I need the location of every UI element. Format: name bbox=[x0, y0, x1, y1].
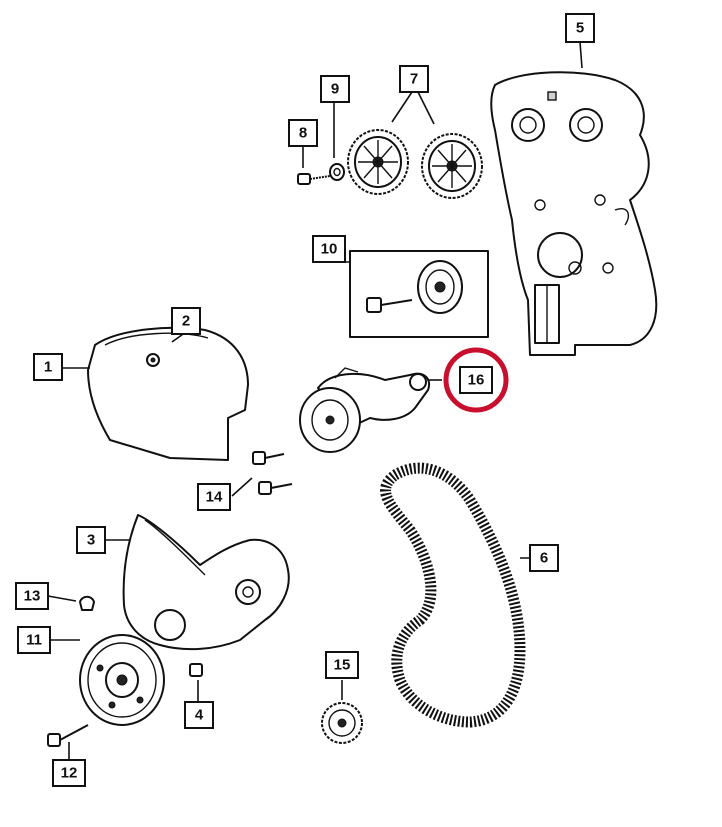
callout-16: 16 bbox=[443, 347, 509, 413]
callout-13: 13 bbox=[15, 582, 49, 610]
belt-tensioner-assembly bbox=[299, 367, 430, 453]
rear-timing-cover bbox=[490, 71, 658, 356]
svg-text:8: 8 bbox=[299, 125, 307, 142]
camshaft-sprocket-left bbox=[347, 129, 409, 195]
callout-3: 3 bbox=[76, 526, 106, 554]
svg-text:3: 3 bbox=[87, 532, 95, 549]
svg-text:13: 13 bbox=[24, 588, 41, 605]
svg-text:10: 10 bbox=[321, 241, 338, 258]
callout-6: 6 bbox=[529, 544, 559, 572]
svg-text:5: 5 bbox=[576, 20, 584, 37]
callout-9: 9 bbox=[320, 75, 350, 103]
svg-text:12: 12 bbox=[61, 765, 78, 782]
camshaft-sprocket-right bbox=[421, 133, 483, 199]
callout-15: 15 bbox=[325, 651, 359, 679]
crankshaft-damper bbox=[79, 634, 165, 726]
idler-pulley-kit bbox=[349, 250, 489, 338]
callout-5: 5 bbox=[565, 13, 595, 43]
callout-12: 12 bbox=[52, 759, 86, 787]
svg-text:4: 4 bbox=[195, 707, 204, 724]
callout-10: 10 bbox=[312, 235, 346, 263]
front-lower-timing-cover bbox=[122, 514, 290, 651]
svg-text:2: 2 bbox=[182, 313, 190, 330]
svg-text:9: 9 bbox=[331, 81, 339, 98]
sprocket-bolt bbox=[297, 173, 331, 185]
callout-8: 8 bbox=[288, 119, 318, 147]
svg-text:6: 6 bbox=[540, 550, 548, 567]
crankshaft-key bbox=[79, 595, 95, 611]
front-upper-timing-cover bbox=[87, 326, 249, 461]
tensioner-bolts bbox=[252, 451, 293, 495]
svg-text:7: 7 bbox=[410, 71, 418, 88]
idler-bolt bbox=[366, 297, 413, 313]
svg-text:14: 14 bbox=[206, 489, 223, 506]
callout-1: 1 bbox=[33, 353, 63, 381]
svg-text:15: 15 bbox=[334, 657, 351, 674]
callout-11: 11 bbox=[17, 626, 51, 654]
crankshaft-sprocket bbox=[321, 702, 363, 744]
timing-belt bbox=[380, 462, 526, 728]
svg-text:1: 1 bbox=[44, 359, 52, 376]
svg-text:11: 11 bbox=[26, 632, 42, 649]
callout-7: 7 bbox=[399, 65, 429, 93]
idler-pulley bbox=[417, 260, 463, 314]
callout-2: 2 bbox=[171, 307, 201, 335]
damper-bolt bbox=[47, 724, 89, 747]
callout-4: 4 bbox=[184, 701, 214, 729]
svg-text:16: 16 bbox=[468, 372, 485, 389]
callout-14: 14 bbox=[197, 483, 231, 511]
sprocket-washer bbox=[329, 163, 345, 181]
cover-nut bbox=[189, 663, 203, 677]
highlight-circle bbox=[443, 347, 509, 413]
